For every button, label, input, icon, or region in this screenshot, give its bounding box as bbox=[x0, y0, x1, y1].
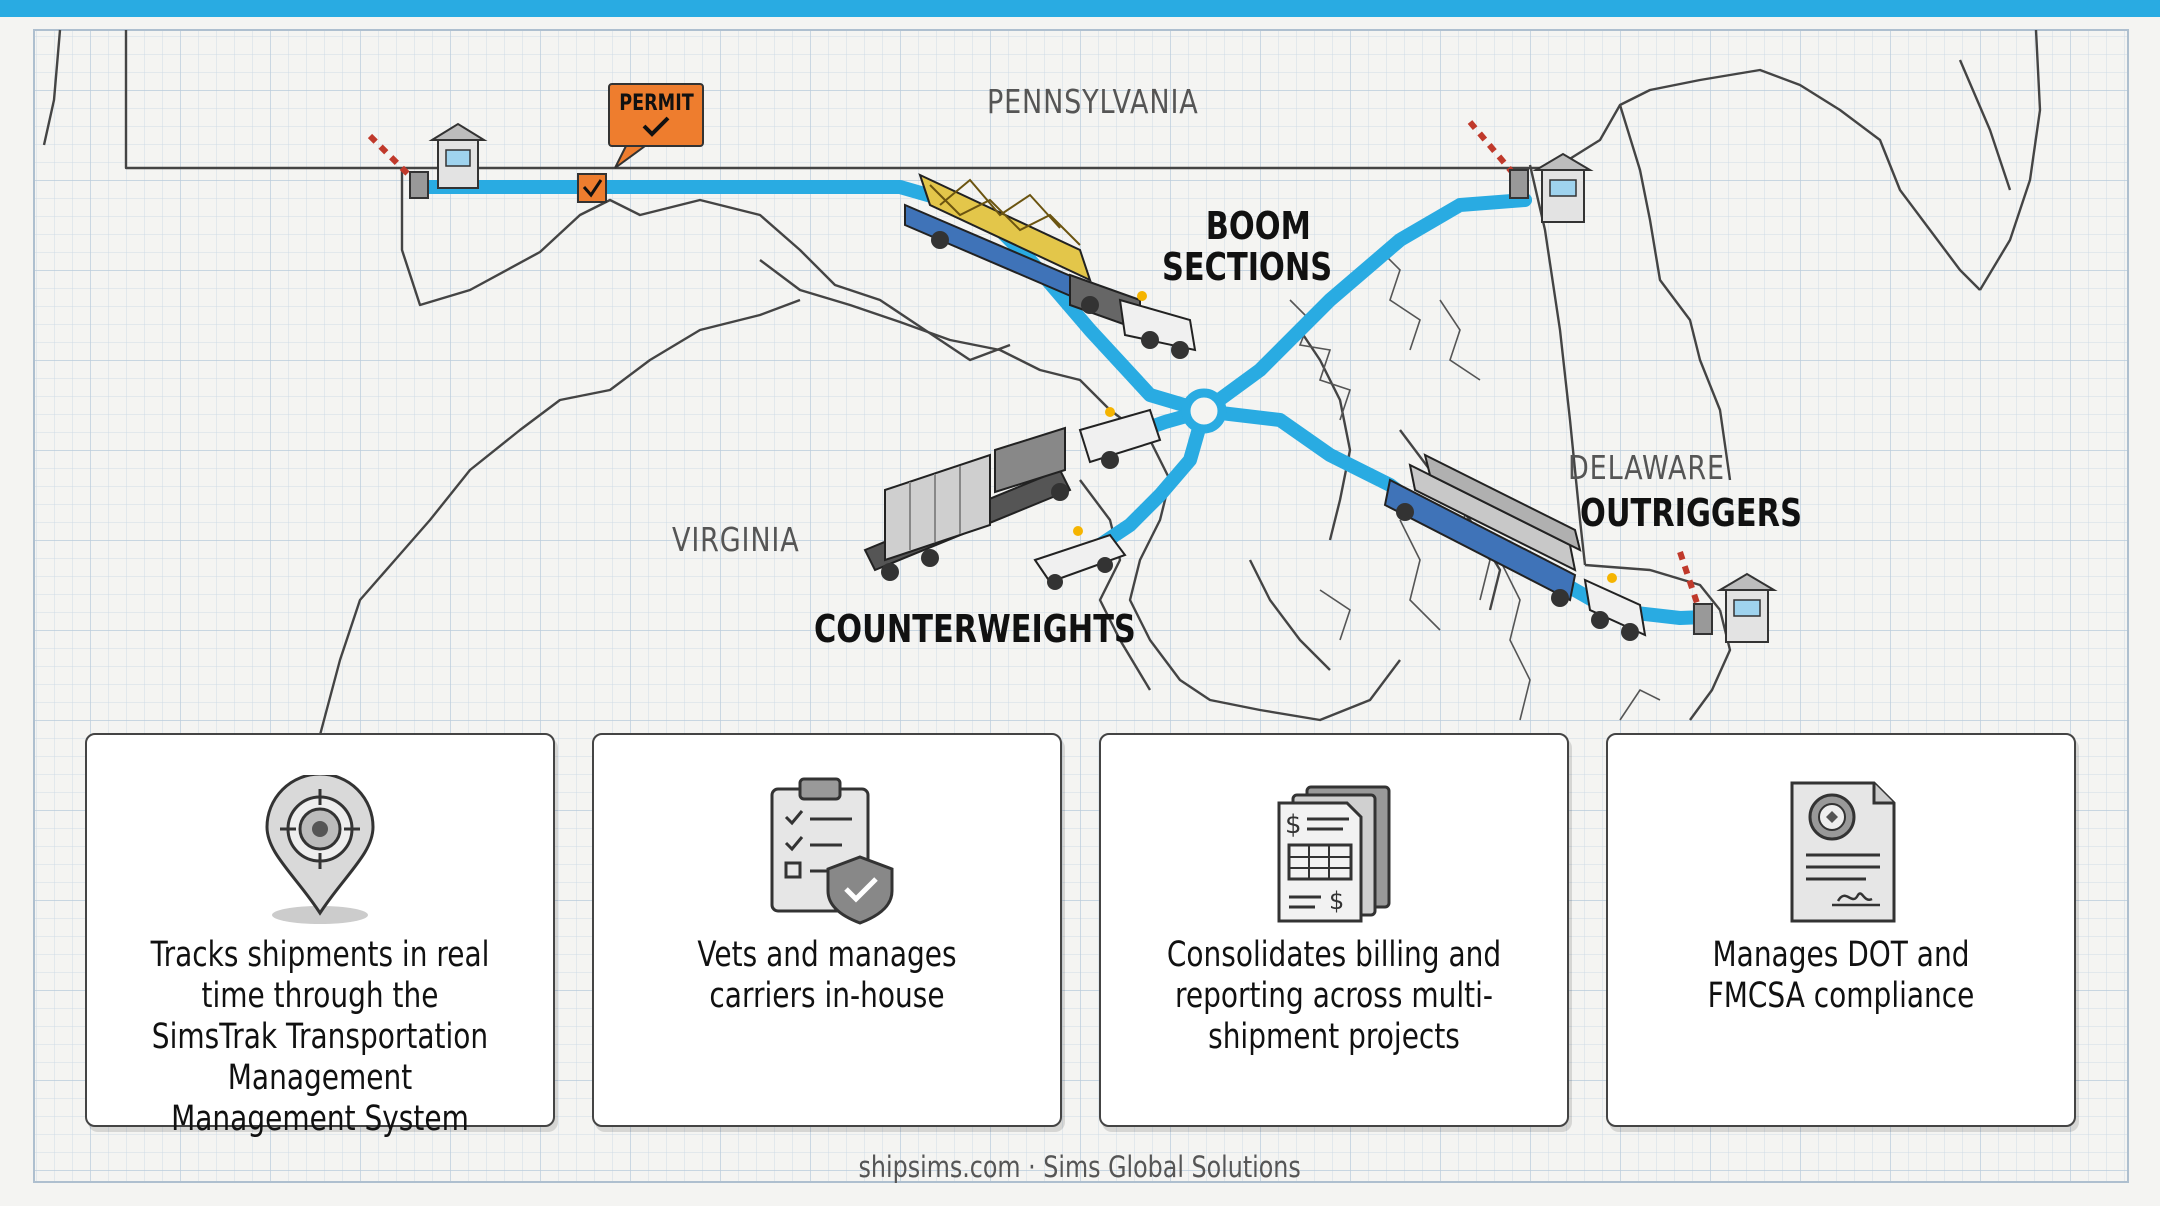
permit-label: PERMIT bbox=[619, 91, 694, 116]
feature-card-billing: $ $ Consolidates billing and reporting a… bbox=[1099, 733, 1569, 1127]
permit-check-marker bbox=[577, 173, 607, 203]
checkpoint-gate-northeast bbox=[1467, 120, 1594, 223]
location-pin-target-icon bbox=[265, 775, 375, 924]
cargo-label-boom-line2: SECTIONS bbox=[1162, 245, 1333, 289]
cargo-label-outriggers: OUTRIGGERS bbox=[1580, 491, 1802, 535]
card-text-billing: Consolidates billing and reporting acros… bbox=[1166, 935, 1502, 1057]
permit-checkmark-icon bbox=[642, 116, 670, 137]
card-text-compliance: Manages DOT and FMCSA compliance bbox=[1707, 935, 1975, 1016]
billing-documents-icon: $ $ bbox=[1277, 785, 1391, 923]
certificate-seal-document-icon bbox=[1790, 781, 1896, 923]
state-label-virginia: VIRGINIA bbox=[672, 520, 800, 559]
state-label-pennsylvania: PENNSYLVANIA bbox=[987, 82, 1199, 121]
state-label-delaware: DELAWARE bbox=[1568, 448, 1725, 487]
permit-callout: PERMIT bbox=[608, 83, 704, 147]
escort-pickup-illustration bbox=[1033, 526, 1127, 590]
cargo-label-boom-line1: BOOM bbox=[1205, 204, 1311, 248]
card-text-carriers: Vets and manages carriers in-house bbox=[697, 935, 957, 1016]
counterweights-truck-illustration bbox=[863, 407, 1162, 581]
clipboard-checklist-shield-icon bbox=[770, 777, 894, 925]
checkpoint-gate-southeast bbox=[1677, 551, 1778, 643]
route-northeast bbox=[1197, 193, 1532, 418]
svg-text:$: $ bbox=[1329, 887, 1344, 915]
route-south bbox=[1093, 404, 1211, 552]
boom-truck-illustration bbox=[904, 173, 1197, 359]
cargo-label-boom-sections: BOOM SECTIONS bbox=[1162, 206, 1332, 288]
feature-card-carriers: Vets and manages carriers in-house bbox=[592, 733, 1062, 1127]
card-text-tracking: Tracks shipments in real time through th… bbox=[150, 935, 490, 1139]
feature-card-tracking: Tracks shipments in real time through th… bbox=[85, 733, 555, 1139]
checkpoint-gate-west bbox=[367, 122, 488, 199]
outriggers-truck-illustration bbox=[1383, 453, 1647, 641]
route-hub bbox=[1181, 388, 1227, 434]
top-accent-bar bbox=[0, 0, 2160, 17]
footer-credit: shipsims.com · Sims Global Solutions bbox=[858, 1150, 1302, 1184]
cargo-label-counterweights: COUNTERWEIGHTS bbox=[814, 607, 1136, 651]
feature-card-compliance: Manages DOT and FMCSA compliance bbox=[1606, 733, 2076, 1127]
svg-text:$: $ bbox=[1285, 810, 1302, 840]
